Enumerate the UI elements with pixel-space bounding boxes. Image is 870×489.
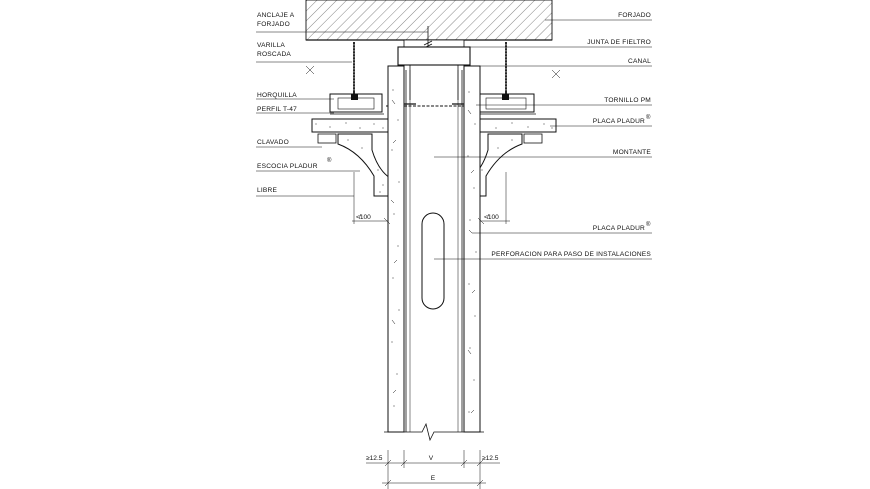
label-montante: MONTANTE [613, 149, 652, 156]
left-ceiling-assembly [311, 93, 391, 197]
leaders-left [256, 31, 428, 224]
gap-dimensions: ≮100 ≮100 [352, 213, 510, 225]
dim-board-right: ≥12.5 [482, 455, 499, 462]
dim-gap-left: ≮100 [356, 213, 371, 221]
dim-gap-right: ≮100 [484, 213, 499, 221]
label-libre: LIBRE [257, 187, 277, 194]
partition-wall [384, 65, 484, 442]
board-texture [391, 89, 477, 413]
label-varilla-1: VARILLA [257, 42, 285, 49]
label-placa-1: PLACA PLADUR [593, 118, 645, 125]
label-horquilla: HORQUILLA [257, 92, 297, 99]
label-junta: JUNTA DE FIELTRO [587, 39, 651, 46]
label-varilla-2: ROSCADA [257, 51, 291, 58]
label-tornillo: TORNILLO PM [604, 97, 651, 104]
right-ceiling-assembly [469, 93, 557, 197]
leaders-right [432, 19, 652, 260]
registered-mark-placa-2: ® [646, 221, 651, 228]
label-placa-2: PLACA PLADUR [593, 225, 645, 232]
label-perfil: PERFIL T-47 [257, 106, 297, 113]
canal-track [397, 46, 471, 100]
label-escocia: ESCOCIA PLADUR [257, 163, 318, 170]
labels-right: FORJADO JUNTA DE FIELTRO CANAL TORNILLO … [491, 12, 651, 258]
label-forjado: FORJADO [618, 12, 651, 19]
label-anclaje-2: FORJADO [257, 21, 290, 28]
labels-left: ANCLAJE A FORJADO VARILLA ROSCADA HORQUI… [257, 12, 332, 194]
threaded-rods [353, 42, 507, 94]
forjado-slab [305, 0, 553, 41]
bottom-dimensions: ≥12.5 V ≥12.5 E [366, 450, 500, 489]
registered-mark-escocia: ® [327, 157, 332, 164]
label-clavado: CLAVADO [257, 139, 289, 146]
label-anclaje-1: ANCLAJE A [257, 12, 295, 19]
label-canal: CANAL [628, 58, 651, 65]
label-perforacion: PERFORACION PARA PASO DE INSTALACIONES [491, 251, 651, 258]
dim-total-width: E [431, 475, 436, 482]
dim-stud-width: V [429, 455, 434, 462]
dim-board-left: ≥12.5 [366, 455, 383, 462]
registered-mark-placa-1: ® [646, 114, 651, 121]
